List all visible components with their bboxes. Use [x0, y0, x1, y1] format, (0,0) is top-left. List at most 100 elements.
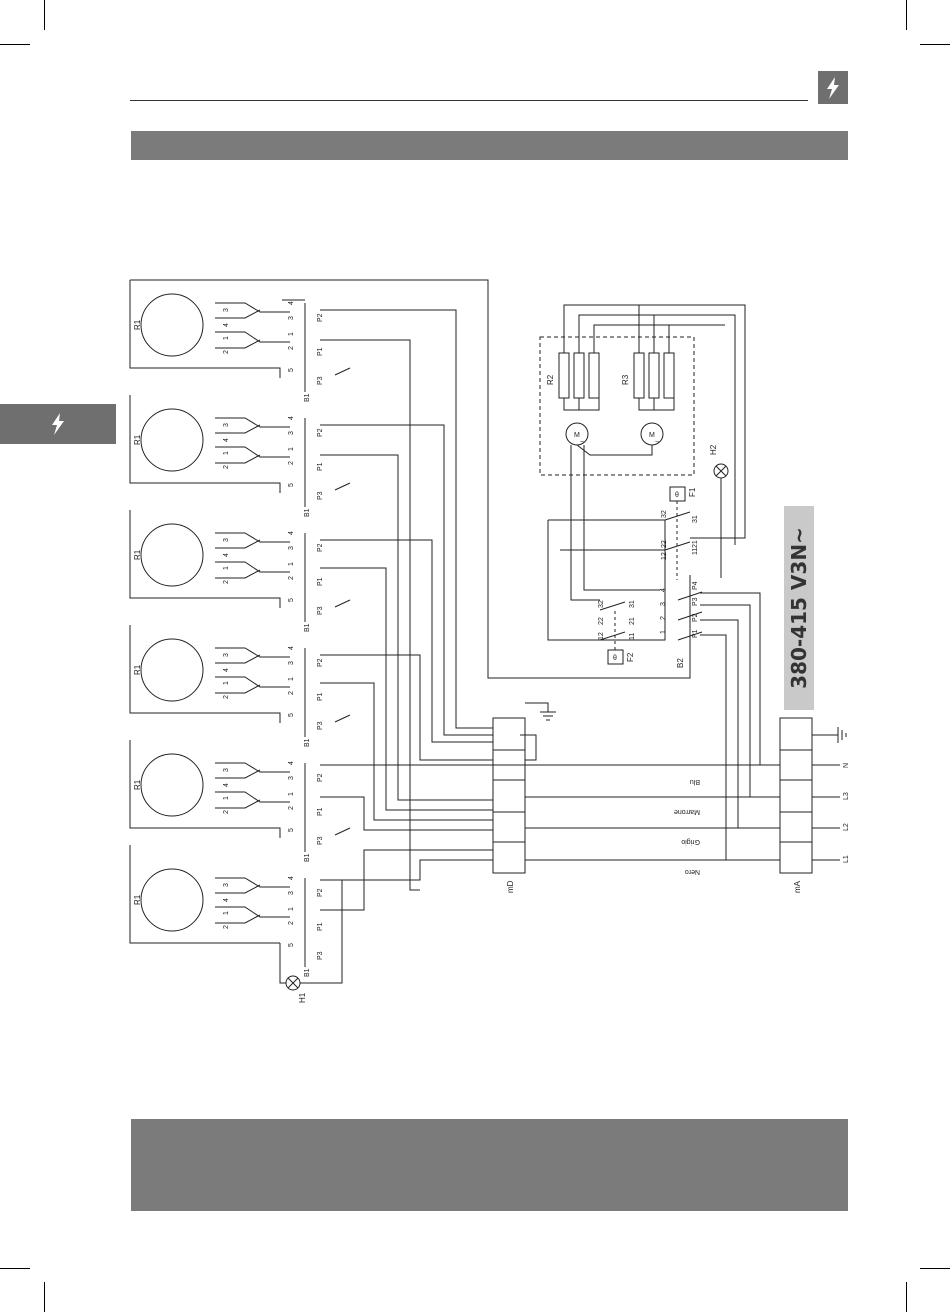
crop-mark — [906, 0, 907, 30]
heater-unit-3: R1 — [129, 510, 306, 622]
motor-symbol-label: ~ — [655, 439, 659, 446]
thermostat-symbol: θ — [613, 655, 617, 662]
element-number-label: 1 — [223, 681, 230, 685]
bus-wires — [130, 279, 780, 911]
f2-contact-label: 31 — [629, 600, 636, 608]
switch-position-label: P1 — [317, 807, 324, 816]
svg-text:R2: R2 — [546, 374, 555, 385]
contact-number-label: 2 — [288, 346, 295, 350]
contact-number-label: 3 — [288, 431, 295, 435]
contact-number-label: 2 — [288, 576, 295, 580]
switch-label: B1 — [304, 968, 311, 977]
svg-text:R1: R1 — [133, 894, 142, 905]
element-number-label: 2 — [223, 695, 230, 699]
switch-b2: B2 — [676, 575, 780, 861]
contact-number-label: 2 — [288, 691, 295, 695]
thermostat-f2: F2 — [599, 601, 635, 665]
switch-position-label: P1 — [317, 922, 324, 931]
f2-contact-label: 11 — [629, 633, 636, 640]
element-number-label: 2 — [223, 350, 230, 354]
thermostat-symbol: θ — [675, 492, 679, 499]
b2-terminal-label: 1 — [660, 630, 667, 634]
svg-text:R1: R1 — [133, 434, 142, 445]
line-label: L3 — [843, 792, 850, 800]
lamp-h2: H2 — [709, 444, 729, 578]
switch-position-label: P2 — [317, 658, 324, 667]
element-number-label: 2 — [223, 925, 230, 929]
contact-number-label: 2 — [288, 461, 295, 465]
line-label: N — [843, 763, 850, 768]
heater-unit-5: R1 — [129, 740, 306, 852]
contact-number-label: 3 — [288, 776, 295, 780]
element-number-label: 3 — [223, 423, 230, 427]
b2-terminal-label: 4 — [660, 588, 667, 592]
element-number-label: 4 — [223, 898, 230, 902]
f2-contact-label: 22 — [598, 617, 605, 625]
element-number-label: 4 — [223, 668, 230, 672]
wire-color-label: Marrone — [674, 808, 700, 815]
line-label: L2 — [843, 823, 850, 831]
switch-position-label: P2 — [317, 543, 324, 552]
element-number-label: 1 — [223, 451, 230, 455]
fan-motor-box: R2 R3 — [539, 304, 746, 601]
element-number-label: 4 — [223, 323, 230, 327]
switch-position-label: P1 — [317, 347, 324, 356]
switch-position-label: P2 — [317, 888, 324, 897]
crop-mark — [920, 1268, 950, 1269]
thermostat-f1: F1 — [547, 486, 697, 641]
svg-text:mA: mA — [793, 880, 802, 893]
heater-unit-2: R1 — [129, 395, 306, 507]
line-label: L1 — [843, 855, 850, 863]
element-number-label: 4 — [223, 783, 230, 787]
svg-text:R1: R1 — [133, 319, 142, 330]
f1-contact-label: 31 — [692, 515, 699, 523]
svg-text:R1: R1 — [133, 779, 142, 790]
switch-label: B1 — [304, 508, 311, 517]
f1-contact-label: 12 — [661, 552, 668, 560]
contact-number-label: 1 — [288, 332, 295, 336]
element-number-label: 3 — [223, 653, 230, 657]
contact-number-label: 1 — [288, 677, 295, 681]
contact-number-label: 4 — [288, 416, 295, 420]
switch-terminal-label: 5 — [288, 943, 295, 947]
svg-text:R1: R1 — [133, 549, 142, 560]
crop-mark — [44, 0, 45, 30]
crop-mark — [44, 1282, 45, 1312]
switch-terminal-label: 5 — [288, 368, 295, 372]
b2-position-label: P2 — [692, 613, 699, 622]
wire-color-label: Grigio — [681, 838, 700, 845]
lightning-bolt-icon — [52, 413, 64, 435]
contact-number-label: 1 — [288, 792, 295, 796]
motor-symbol-label: ~ — [580, 439, 584, 446]
switch-position-label: P1 — [317, 462, 324, 471]
svg-text:F1: F1 — [688, 487, 697, 497]
switch-label: B1 — [304, 738, 311, 747]
svg-text:H2: H2 — [709, 444, 718, 455]
contact-number-label: 4 — [288, 761, 295, 765]
contact-number-label: 2 — [288, 921, 295, 925]
switch-position-label: P2 — [317, 313, 324, 322]
switch-label: B1 — [304, 853, 311, 862]
switch-position-label: P2 — [317, 773, 324, 782]
svg-text:B2: B2 — [676, 658, 685, 668]
element-number-label: 2 — [223, 580, 230, 584]
switch-position-label: P3 — [317, 836, 324, 845]
element-number-label: 1 — [223, 566, 230, 570]
f2-contact-label: 32 — [598, 600, 605, 608]
heater-unit-4: R1 — [129, 625, 306, 737]
contact-number-label: 4 — [288, 646, 295, 650]
heater-unit-6: R1 — [129, 845, 306, 967]
motor-label: M — [574, 432, 580, 439]
lamp-h1: H1 — [279, 879, 343, 1003]
terminal-block-ma: mA — [779, 717, 847, 893]
contact-number-label: 3 — [288, 891, 295, 895]
contact-number-label: 4 — [288, 531, 295, 535]
switch-terminal-label: 5 — [288, 828, 295, 832]
switch-position-label: P1 — [317, 577, 324, 586]
contact-number-label: 1 — [288, 907, 295, 911]
element-number-label: 1 — [223, 336, 230, 340]
heater-units: R1 R1 R1 R1 — [129, 280, 306, 967]
switch-terminal-label: 5 — [288, 598, 295, 602]
svg-text:F2: F2 — [626, 652, 635, 662]
f1-contact-label: 22 — [661, 540, 668, 548]
